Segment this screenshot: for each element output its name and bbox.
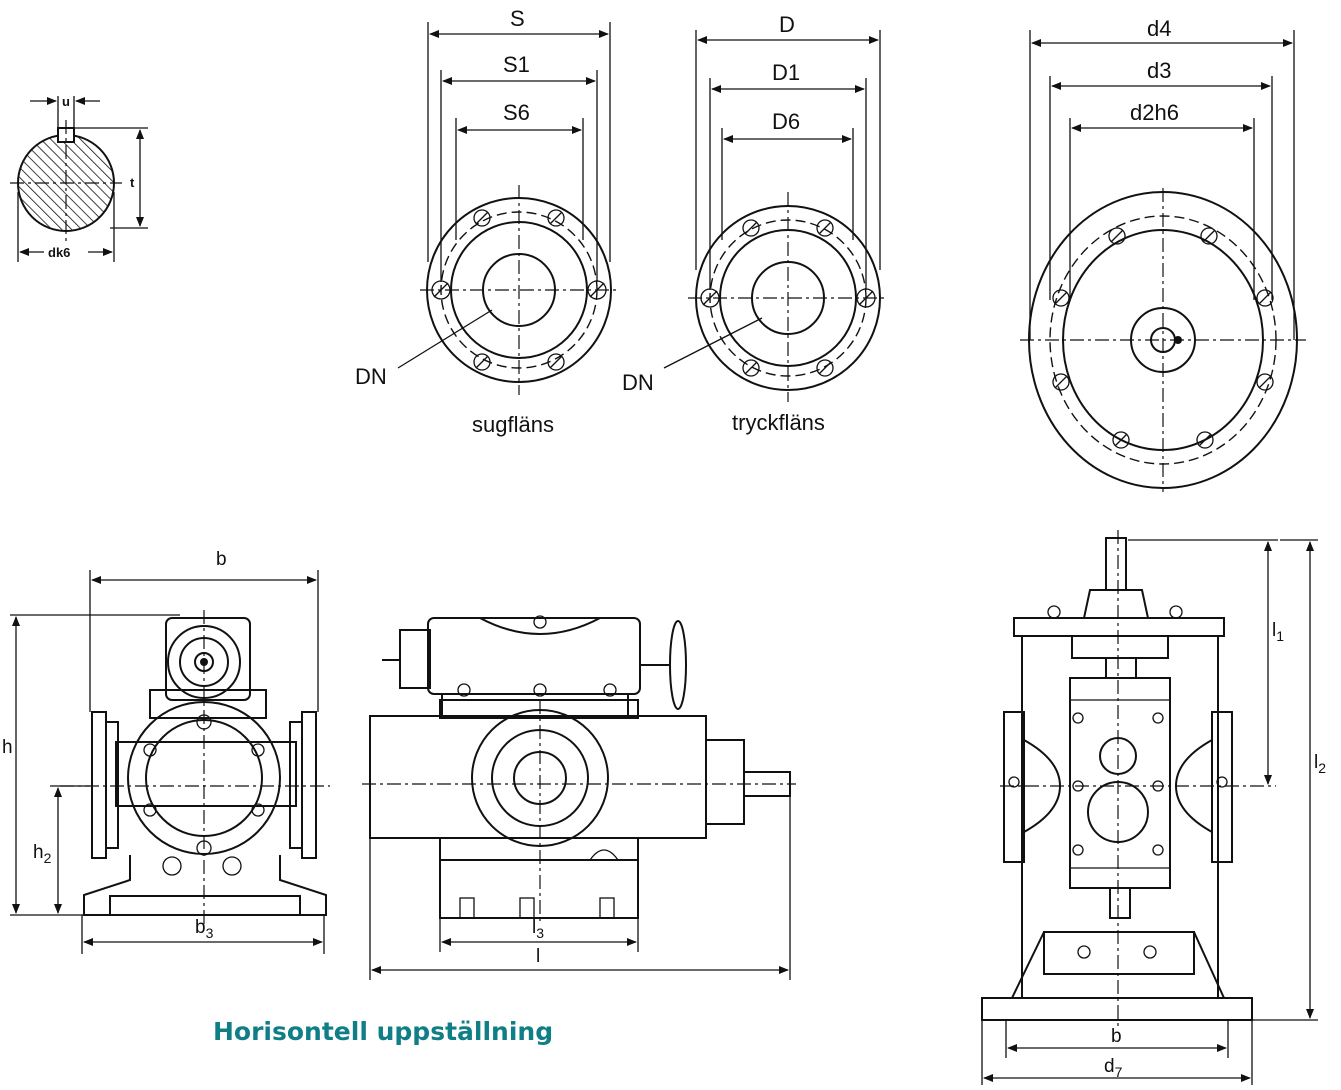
side-l-label: l — [536, 946, 540, 967]
front-h2-label: h2 — [33, 842, 52, 866]
front-b3-label: b3 — [195, 917, 214, 941]
motor-d2h6-label: d2h6 — [1130, 100, 1179, 125]
suction-flange-name: sugfläns — [472, 412, 554, 437]
front-b-label: b — [216, 549, 227, 570]
suction-DN-label: DN — [355, 364, 387, 389]
shaft-t-label: t — [130, 175, 135, 190]
motor-d3-label: d3 — [1147, 58, 1171, 83]
shaft-section — [10, 96, 148, 262]
motor-flange-view — [1020, 30, 1306, 492]
shaft-dk6-label: dk6 — [48, 245, 70, 260]
suction-S6-label: S6 — [503, 100, 530, 125]
front-view — [10, 570, 330, 954]
pressure-flange-name: tryckfläns — [732, 410, 825, 435]
vertical-d7-label: d7 — [1104, 1056, 1123, 1080]
shaft-u-label: u — [62, 94, 70, 109]
pressure-flange-view — [663, 30, 888, 402]
suction-flange-view — [397, 22, 618, 395]
pressure-DN-label: DN — [622, 370, 654, 395]
vertical-view — [981, 530, 1318, 1085]
suction-S1-label: S1 — [503, 52, 530, 77]
horizontal-arrangement-caption: Horisontell uppställning — [213, 1017, 553, 1046]
pressure-D6-label: D6 — [772, 109, 800, 134]
front-h-label: h — [2, 737, 13, 758]
motor-d4-label: d4 — [1147, 16, 1171, 41]
side-view — [362, 615, 796, 980]
side-l3-label: l3 — [532, 917, 544, 941]
pressure-D-label: D — [779, 12, 795, 37]
suction-S-label: S — [510, 6, 525, 31]
pressure-D1-label: D1 — [772, 60, 800, 85]
vertical-b-label: b — [1111, 1026, 1122, 1047]
vertical-l1-label: l1 — [1272, 620, 1284, 644]
vertical-l2-label: l2 — [1314, 752, 1326, 776]
